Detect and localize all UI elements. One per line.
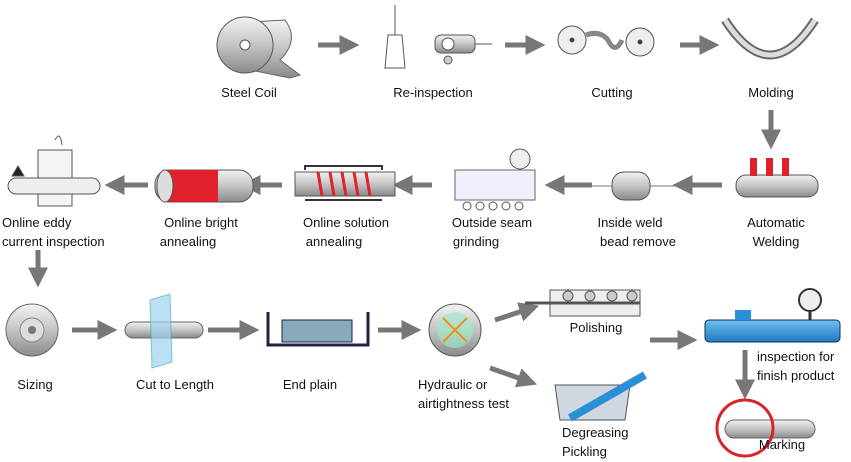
label-bright-annealing: Online bright <box>164 215 238 230</box>
end-plain-icon <box>266 312 370 347</box>
label-bright-annealing: annealing <box>160 234 216 249</box>
label-degreasing: Pickling <box>562 444 607 459</box>
hydraulic-test-icon <box>428 303 482 357</box>
outside-seam-grinding-icon <box>454 148 536 211</box>
bright-annealing-icon <box>154 169 254 203</box>
label-sizing: Sizing <box>17 377 52 392</box>
sizing-icon <box>5 303 59 357</box>
arrow <box>494 302 540 323</box>
label-degreasing: Degreasing <box>562 425 629 440</box>
flow-arrows <box>28 35 781 400</box>
label-hydraulic: Hydraulic or <box>418 377 488 392</box>
label-hydraulic: airtightness test <box>418 396 509 411</box>
label-marking: Marking <box>759 437 805 452</box>
cut-to-length-icon <box>124 293 204 369</box>
label-polishing: Polishing <box>570 320 623 335</box>
label-solution-annealing: annealing <box>306 234 362 249</box>
inside-weld-icon <box>590 171 680 201</box>
label-inside-weld: bead remove <box>600 234 676 249</box>
cutting-icon <box>557 25 655 57</box>
re-inspection-icon <box>384 5 492 69</box>
label-automatic-welding: Welding <box>753 234 800 249</box>
molding-icon <box>721 17 819 60</box>
eddy-current-icon <box>7 135 101 207</box>
label-finish-inspection: inspection for <box>757 349 835 364</box>
finish-inspection-icon <box>704 288 841 343</box>
label-finish-inspection: finish product <box>757 368 835 383</box>
solution-annealing-icon <box>294 165 396 201</box>
automatic-welding-icon <box>735 158 819 198</box>
label-outside-seam: grinding <box>453 234 499 249</box>
degreasing-icon <box>554 371 647 422</box>
label-solution-annealing: Online solution <box>303 215 389 230</box>
steel-coil-icon <box>216 16 302 79</box>
label-automatic-welding: Automatic <box>747 215 805 230</box>
label-eddy-current: Online eddy <box>2 215 72 230</box>
label-molding: Molding <box>748 85 794 100</box>
label-end-plain: End plain <box>283 377 337 392</box>
label-eddy-current: current inspection <box>2 234 105 249</box>
marking-icon <box>715 398 816 458</box>
labels: Steel Coil Re-inspection Cutting Molding… <box>2 85 835 459</box>
label-re-inspection: Re-inspection <box>393 85 473 100</box>
arrow <box>489 365 538 388</box>
label-cutting: Cutting <box>591 85 632 100</box>
label-outside-seam: Outside seam <box>452 215 532 230</box>
label-steel-coil: Steel Coil <box>221 85 277 100</box>
polishing-icon <box>525 289 641 317</box>
label-inside-weld: Inside weld <box>597 215 662 230</box>
label-cut-to-length: Cut to Length <box>136 377 214 392</box>
